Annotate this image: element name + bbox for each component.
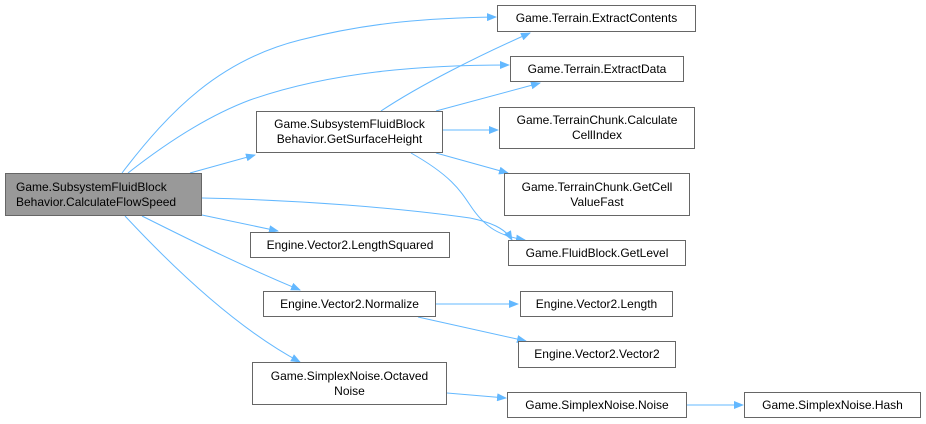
edge-octavednoise-noise bbox=[446, 392, 507, 402]
node-octaved-noise[interactable]: Game.SimplexNoise.Octaved Noise bbox=[252, 362, 447, 405]
edge-root-normalize bbox=[141, 215, 301, 291]
edge-root-extractdata bbox=[127, 61, 510, 174]
edge-gsh-extractcontents bbox=[380, 32, 531, 112]
edge-root-getlevel bbox=[201, 197, 513, 241]
node-get-level[interactable]: Game.FluidBlock.GetLevel bbox=[508, 240, 686, 266]
node-length-squared[interactable]: Engine.Vector2.LengthSquared bbox=[250, 232, 450, 258]
node-label: Game.SimplexNoise.Hash bbox=[762, 397, 903, 412]
node-calculate-cell-index[interactable]: Game.TerrainChunk.Calculate CellIndex bbox=[499, 107, 695, 149]
node-label: Engine.Vector2.Vector2 bbox=[534, 347, 660, 361]
node-label: Game.Terrain.ExtractContents bbox=[515, 11, 678, 25]
edge-root-getsurfaceheight bbox=[189, 153, 256, 174]
edge-gsh-extractdata bbox=[435, 81, 541, 112]
node-calculate-flow-speed[interactable]: Game.SubsystemFluidBlock Behavior.Calcul… bbox=[5, 173, 202, 216]
node-vector2[interactable]: Engine.Vector2.Vector2 bbox=[518, 341, 676, 368]
node-extract-contents[interactable]: Game.Terrain.ExtractContents bbox=[497, 5, 696, 32]
node-label: Game.TerrainChunk.Calculate bbox=[516, 113, 678, 127]
node-label: Game.TerrainChunk.GetCell bbox=[521, 179, 673, 194]
node-label: Game.Terrain.ExtractData bbox=[527, 61, 667, 76]
node-label: Noise bbox=[334, 383, 365, 398]
edge-root-octavednoise bbox=[124, 215, 301, 363]
node-label: Game.FluidBlock.GetLevel bbox=[525, 245, 669, 260]
node-hash[interactable]: Game.SimplexNoise.Hash bbox=[744, 392, 921, 418]
edge-root-lengthsquared bbox=[201, 214, 279, 234]
edge-root-extractcontents bbox=[121, 13, 497, 174]
node-length[interactable]: Engine.Vector2.Length bbox=[520, 291, 673, 317]
node-label: Engine.Vector2.LengthSquared bbox=[266, 237, 434, 252]
node-label: CellIndex bbox=[571, 128, 623, 142]
node-label: Game.SimplexNoise.Noise bbox=[525, 397, 669, 412]
edge-normalize-vector2 bbox=[417, 316, 527, 343]
node-noise[interactable]: Game.SimplexNoise.Noise bbox=[507, 392, 687, 418]
node-get-cell-value-fast[interactable]: Game.TerrainChunk.GetCell ValueFast bbox=[504, 173, 690, 216]
node-extract-data[interactable]: Game.Terrain.ExtractData bbox=[510, 56, 684, 82]
node-label: Behavior.GetSurfaceHeight bbox=[276, 132, 423, 146]
node-label: Behavior.CalculateFlowSpeed bbox=[16, 194, 177, 209]
node-label: ValueFast bbox=[570, 194, 624, 209]
edge-gsh-getcellvaluefast bbox=[435, 152, 509, 175]
node-label: Game.SimplexNoise.Octaved bbox=[270, 368, 429, 383]
node-label: Engine.Vector2.Normalize bbox=[280, 296, 419, 311]
node-label: Game.SubsystemFluidBlock bbox=[274, 117, 425, 131]
node-label: Engine.Vector2.Length bbox=[535, 296, 658, 311]
node-get-surface-height[interactable]: Game.SubsystemFluidBlock Behavior.GetSur… bbox=[256, 111, 443, 153]
node-label: Game.SubsystemFluidBlock bbox=[16, 179, 167, 194]
node-normalize[interactable]: Engine.Vector2.Normalize bbox=[263, 291, 436, 317]
edge-gsh-getlevel bbox=[410, 152, 526, 243]
